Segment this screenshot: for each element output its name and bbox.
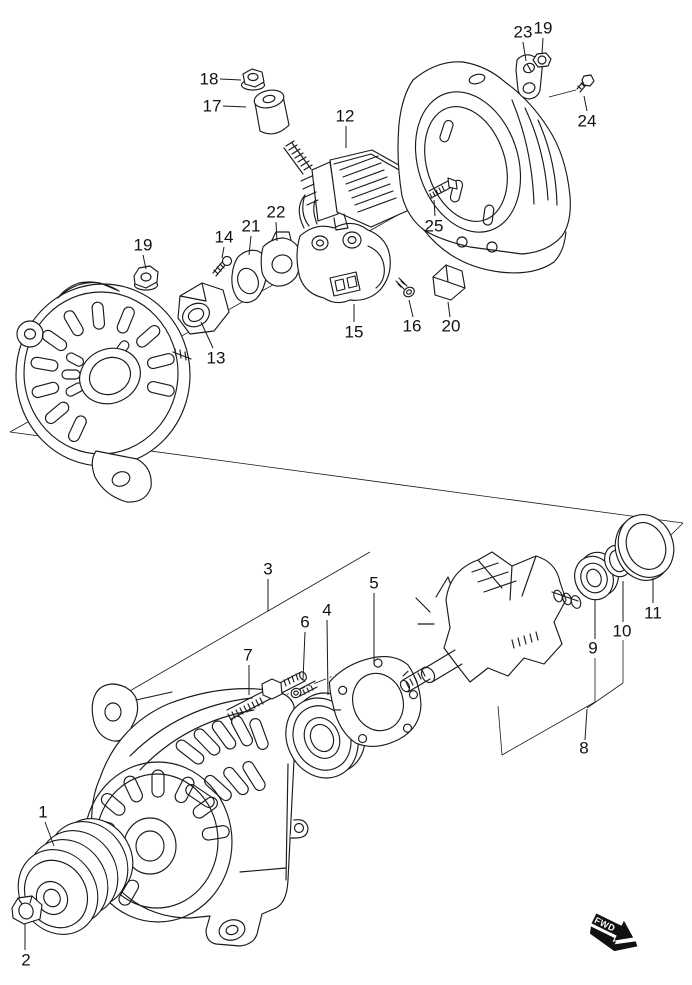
callout-2: 2 xyxy=(21,951,30,970)
callout-4: 4 xyxy=(322,601,331,620)
drawing-screw-14 xyxy=(212,255,233,277)
drawing-screw-16 xyxy=(395,277,415,298)
drawing-retainer-22 xyxy=(260,231,302,287)
callout-17: 17 xyxy=(203,97,222,116)
drawing-ring-11 xyxy=(614,514,675,581)
callout-1: 1 xyxy=(38,803,47,822)
callout-leader-13 xyxy=(200,321,214,349)
assembly-bracket-3 xyxy=(127,551,371,693)
drawing-through-bolt-7 xyxy=(226,671,307,721)
drawing-nut-2 xyxy=(11,895,43,925)
fwd-marker: FWD xyxy=(589,912,638,952)
drawing-plate-23 xyxy=(515,54,543,100)
drawing-nut-19-left xyxy=(133,265,159,291)
callout-12: 12 xyxy=(336,107,355,126)
callout-21: 21 xyxy=(242,217,261,236)
callout-leader-25 xyxy=(433,199,436,217)
callout-leader-6 xyxy=(302,631,306,681)
drawing-brush-holder-13 xyxy=(177,282,230,335)
drawing-bolt-25 xyxy=(428,177,458,199)
drawing-screw-24 xyxy=(576,74,595,93)
callout-24: 24 xyxy=(578,112,597,131)
drawing-rotor-8 xyxy=(399,551,582,693)
drawing-nut-18 xyxy=(240,68,266,91)
callout-leader-16 xyxy=(408,299,414,318)
callout-leader-19-left xyxy=(142,254,147,270)
callout-16: 16 xyxy=(403,317,422,336)
callout-19-left: 19 xyxy=(134,236,153,255)
callout-leader-4 xyxy=(326,619,329,696)
callout-13: 13 xyxy=(207,349,226,368)
callout-6: 6 xyxy=(300,613,309,632)
callout-leader-23 xyxy=(522,41,527,62)
drawing-alternator-body xyxy=(83,683,309,947)
drawing-rectifier-assembly-15 xyxy=(296,194,391,304)
callout-9: 9 xyxy=(588,639,597,658)
drawing-terminal-stud xyxy=(283,140,313,175)
callout-22: 22 xyxy=(267,203,286,222)
callout-20: 20 xyxy=(442,317,461,336)
drawing-end-frame-upper xyxy=(15,281,192,503)
callout-3: 3 xyxy=(263,560,272,579)
callout-leader-22 xyxy=(275,221,278,242)
callout-leader-1 xyxy=(44,821,55,847)
drawing-retainer-plate-5 xyxy=(328,656,422,747)
assembly-bracket-8 xyxy=(497,640,624,756)
callout-leader-21 xyxy=(248,235,252,256)
callout-14: 14 xyxy=(215,228,234,247)
callout-7: 7 xyxy=(243,646,252,665)
callout-18: 18 xyxy=(200,70,219,89)
drawing-cover-20 xyxy=(432,264,466,301)
drawing-regulator-12 xyxy=(300,149,410,231)
drawing-insulator-17 xyxy=(253,89,290,135)
callout-5: 5 xyxy=(369,574,378,593)
callout-19-top: 19 xyxy=(534,19,553,38)
drawing-plate-21 xyxy=(231,249,268,304)
callout-8: 8 xyxy=(579,739,588,758)
callout-11: 11 xyxy=(644,604,662,623)
callout-leader-24 xyxy=(583,95,588,112)
callout-leader-14 xyxy=(221,246,225,259)
drawing-nut-19-top xyxy=(532,52,552,68)
callout-23: 23 xyxy=(514,23,533,42)
callout-leader-17 xyxy=(222,105,247,108)
screw-24-leader-line xyxy=(548,89,577,98)
callout-leader-19-top xyxy=(541,37,544,55)
callout-10: 10 xyxy=(613,622,632,641)
drawing-rear-cover xyxy=(397,61,571,274)
callout-leader-8 xyxy=(584,708,588,741)
drawing-screw-6 xyxy=(290,680,318,699)
callout-leader-18 xyxy=(219,78,242,81)
callout-25: 25 xyxy=(425,217,444,236)
callout-15: 15 xyxy=(345,323,364,342)
callout-leader-20 xyxy=(447,301,451,318)
